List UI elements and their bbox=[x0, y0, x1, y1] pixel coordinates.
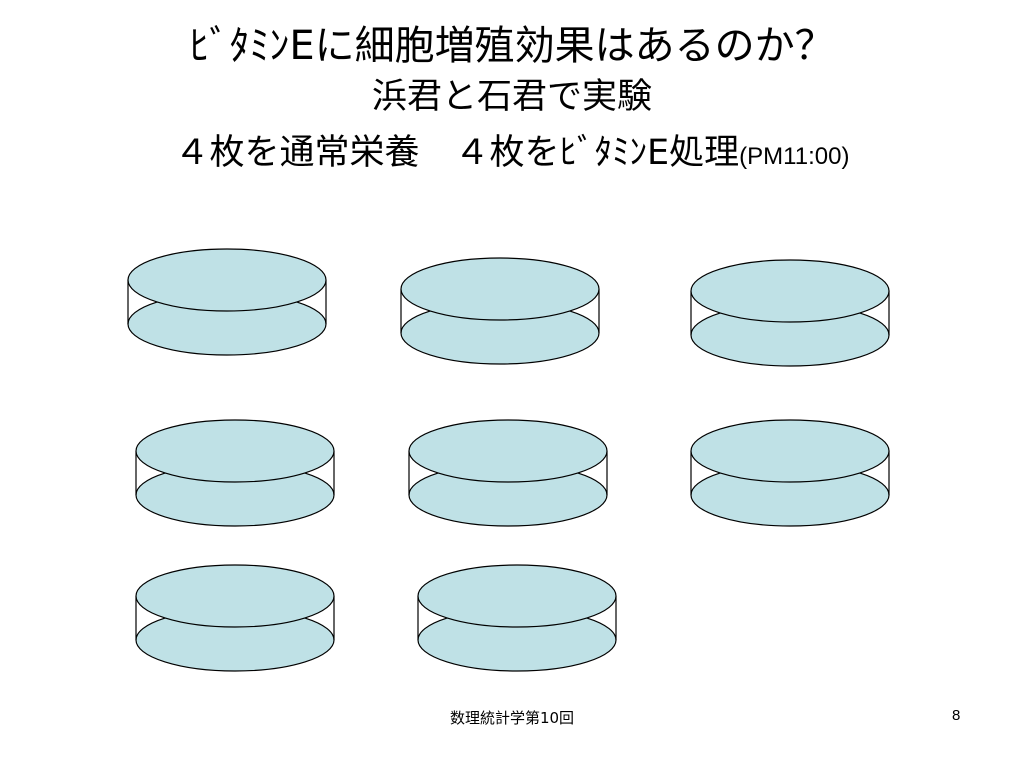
petri-dish-icon bbox=[690, 419, 890, 527]
page-number: 8 bbox=[952, 707, 961, 724]
petri-dish bbox=[135, 563, 335, 673]
time-label: (PM11:00) bbox=[739, 143, 850, 170]
slide-subtitle-2: ４枚を通常栄養 ４枚をﾋﾞﾀﾐﾝE処理(PM11:00) bbox=[0, 136, 1024, 171]
petri-dish bbox=[690, 418, 890, 528]
petri-dish-icon bbox=[135, 419, 335, 527]
petri-dish-icon bbox=[690, 259, 890, 367]
petri-dish bbox=[400, 256, 600, 366]
footer-course-title: 数理統計学第10回 bbox=[449, 709, 575, 727]
slide-title: ﾋﾞﾀﾐﾝEに細胞増殖効果はあるのか？ bbox=[189, 23, 835, 69]
petri-dish-icon bbox=[400, 257, 600, 365]
petri-dish bbox=[690, 258, 890, 368]
petri-dish-icon bbox=[417, 564, 617, 672]
petri-dish-icon bbox=[408, 419, 608, 527]
petri-dish bbox=[127, 247, 327, 357]
petri-dish bbox=[417, 563, 617, 673]
petri-dish-icon bbox=[135, 564, 335, 672]
subtitle-text: ４枚を通常栄養 ４枚をﾋﾞﾀﾐﾝE処理 bbox=[174, 133, 740, 173]
petri-dish-icon bbox=[127, 248, 327, 356]
slide-subtitle: 浜君と石君で実験 bbox=[371, 77, 652, 117]
petri-dish bbox=[408, 418, 608, 528]
petri-dish bbox=[135, 418, 335, 528]
